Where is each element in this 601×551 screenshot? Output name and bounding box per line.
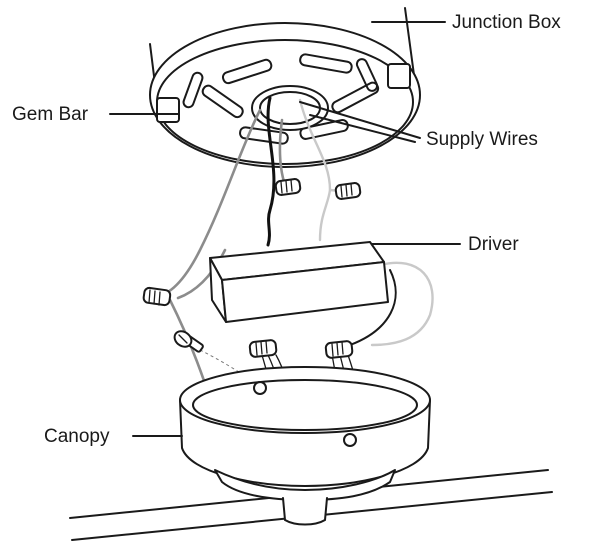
canopy-label: Canopy [44,426,110,447]
wire-nut-left [142,286,172,307]
gem-bar-label: Gem Bar [12,104,89,125]
driver-label: Driver [468,234,519,255]
junction-box-label: Junction Box [452,12,561,33]
wire-nut-bottom-left [248,339,278,358]
wire-nut-bottom-right [324,340,354,359]
gem-bar-plate [149,22,421,168]
driver-box [209,241,389,323]
screw-left [173,330,204,353]
wire-nut-top-right [334,182,362,200]
supply-wires-label: Supply Wires [426,129,538,150]
wire-nut-top-left [274,178,302,196]
canopy [179,366,431,526]
leader-lines [109,21,461,437]
